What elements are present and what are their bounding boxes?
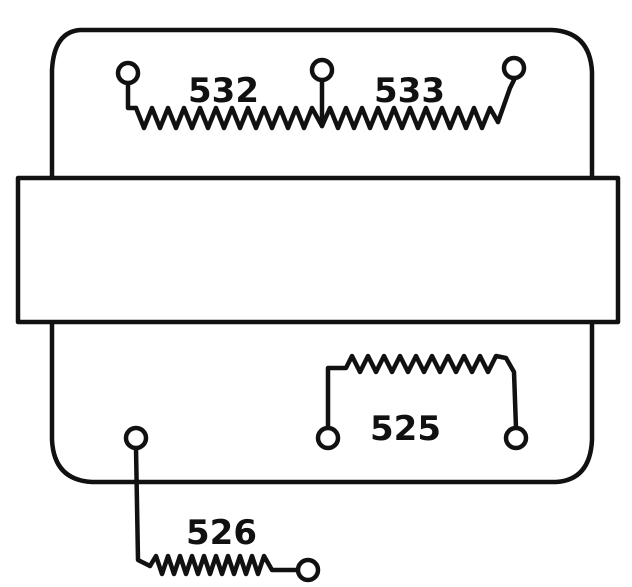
transformer-body <box>49 27 595 485</box>
lead-terminal-end <box>295 557 321 583</box>
external-lead-winding <box>123 425 321 583</box>
bottom-right-winding <box>315 353 529 451</box>
winding-label-532: 532 <box>188 71 259 111</box>
winding-label-525: 525 <box>370 409 441 449</box>
transformer-core <box>15 175 621 325</box>
top-terminal-left <box>115 60 141 86</box>
winding-label-526: 526 <box>186 513 257 553</box>
bottom-terminal-right <box>503 425 529 451</box>
top-winding <box>115 55 527 131</box>
bottom-terminal-left <box>315 425 341 451</box>
top-terminal-center <box>309 57 335 83</box>
top-terminal-right <box>501 55 527 81</box>
winding-label-533: 533 <box>374 71 445 111</box>
lead-terminal-top <box>123 425 149 451</box>
